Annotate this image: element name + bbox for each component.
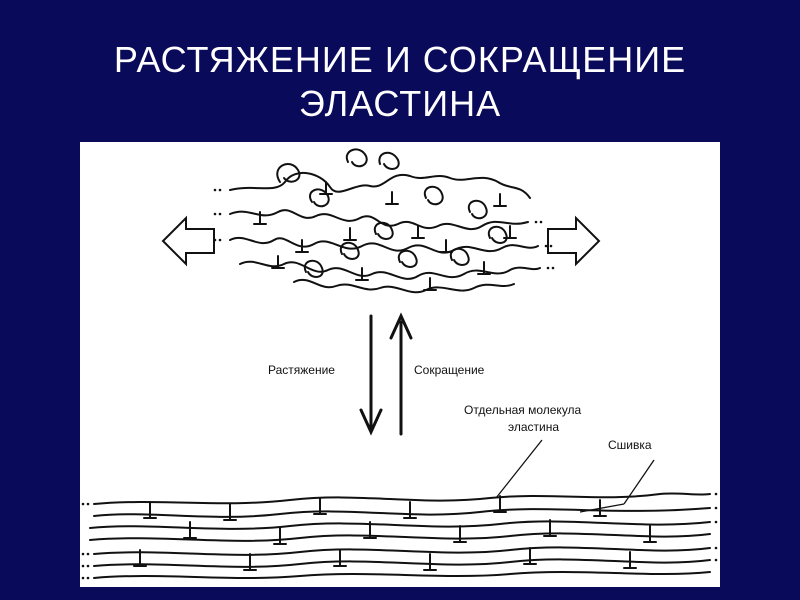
network-dotted-ends <box>213 188 555 270</box>
title-line-1: РАСТЯЖЕНИЕ И СОКРАЩЕНИЕ <box>113 39 687 80</box>
stretch-label: Растяжение <box>268 363 335 377</box>
stretch-arrow-down <box>359 314 383 436</box>
contract-arrow-up <box>389 312 413 436</box>
elastin-diagram: Растяжение Сокращение Отдельная молекула… <box>81 148 718 580</box>
fiber-dotted-ends <box>81 492 718 580</box>
left-arrow-icon <box>164 214 214 228</box>
molecule-label-line1: Отдельная молекула <box>464 403 582 417</box>
right-stretch-arrow <box>547 215 601 267</box>
slide-title: РАСТЯЖЕНИЕ И СОКРАЩЕНИЕ ЭЛАСТИНА <box>0 38 800 126</box>
diagram-panel: Растяжение Сокращение Отдельная молекула… <box>80 142 720 587</box>
molecule-label-line2: эластина <box>508 420 559 434</box>
crosslink-label: Сшивка <box>608 438 652 452</box>
left-stretch-arrow <box>161 215 215 267</box>
coiled-elastin-network <box>229 148 541 294</box>
stretched-elastin-fibers <box>89 492 711 579</box>
title-line-2: ЭЛАСТИНА <box>298 83 502 124</box>
contract-label: Сокращение <box>414 363 485 377</box>
